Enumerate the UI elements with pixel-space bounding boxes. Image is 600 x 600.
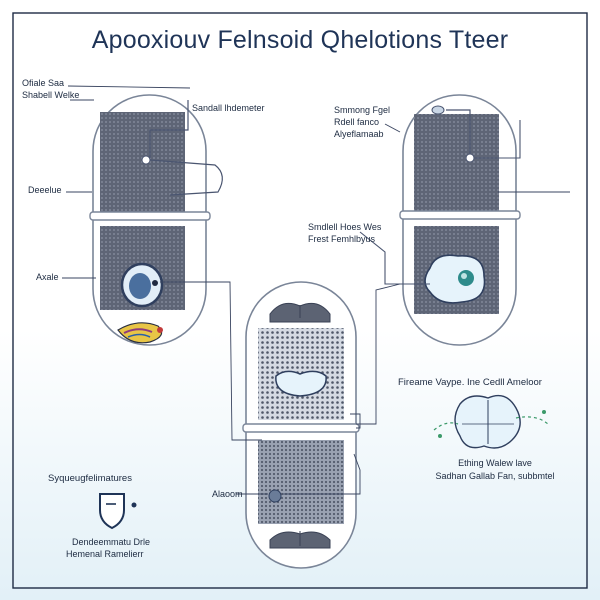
- leader-lines: [62, 85, 570, 495]
- label-left-low: Axale: [36, 272, 59, 282]
- label-right-top-1: Smmong Fgel: [334, 105, 391, 115]
- label-center-left: Alaoom: [212, 489, 243, 499]
- shield-icon: [99, 493, 137, 530]
- label-right-top-3: Alyeflamaab: [334, 129, 384, 139]
- microbe-icon: [117, 322, 163, 344]
- center-lower-screen: [258, 440, 344, 524]
- center-capsule: [242, 281, 360, 569]
- label-right-top-2: Rdell fanco: [334, 117, 380, 127]
- label-left-mid: Deeelue: [28, 185, 62, 195]
- label-right-section-title: Fireame Vaype. Ine Cedll Ameloor: [398, 377, 542, 388]
- label-right-mid-1: Smdlell Hoes Wes: [308, 222, 382, 232]
- left-band: [89, 211, 211, 221]
- label-bottom-left-2: Hemenal Ramelierr: [66, 549, 144, 559]
- label-top-left-1: Ofiale Saа: [22, 78, 65, 88]
- right-upper-screen: [414, 114, 499, 211]
- diagram-title: Apooxiouv Felnsoid Qhelotions Tteer: [91, 26, 509, 54]
- center-band: [242, 423, 360, 433]
- right-band: [399, 210, 521, 220]
- label-bottom-left-1: Dendeemmatu Drle: [72, 537, 151, 547]
- label-top-left-2: Shabell Welke: [22, 90, 80, 100]
- outer-border: [12, 12, 588, 589]
- left-capsule: [89, 94, 223, 346]
- label-right-mid-2: Frest Femhlbyus: [308, 234, 376, 244]
- label-right-bottom-1: Ething Walew lave: [458, 458, 532, 468]
- cell-cluster: [433, 394, 549, 449]
- cell-blob-icon: [424, 254, 486, 304]
- label-bottom-left-title: Syqueugfelimatures: [48, 473, 132, 484]
- label-right-bottom-2: Sadhan Gallab Fan, subbmtel: [435, 471, 555, 481]
- label-left-inner-top: Sandall lhdemeter: [192, 103, 265, 113]
- right-capsule: [359, 94, 521, 346]
